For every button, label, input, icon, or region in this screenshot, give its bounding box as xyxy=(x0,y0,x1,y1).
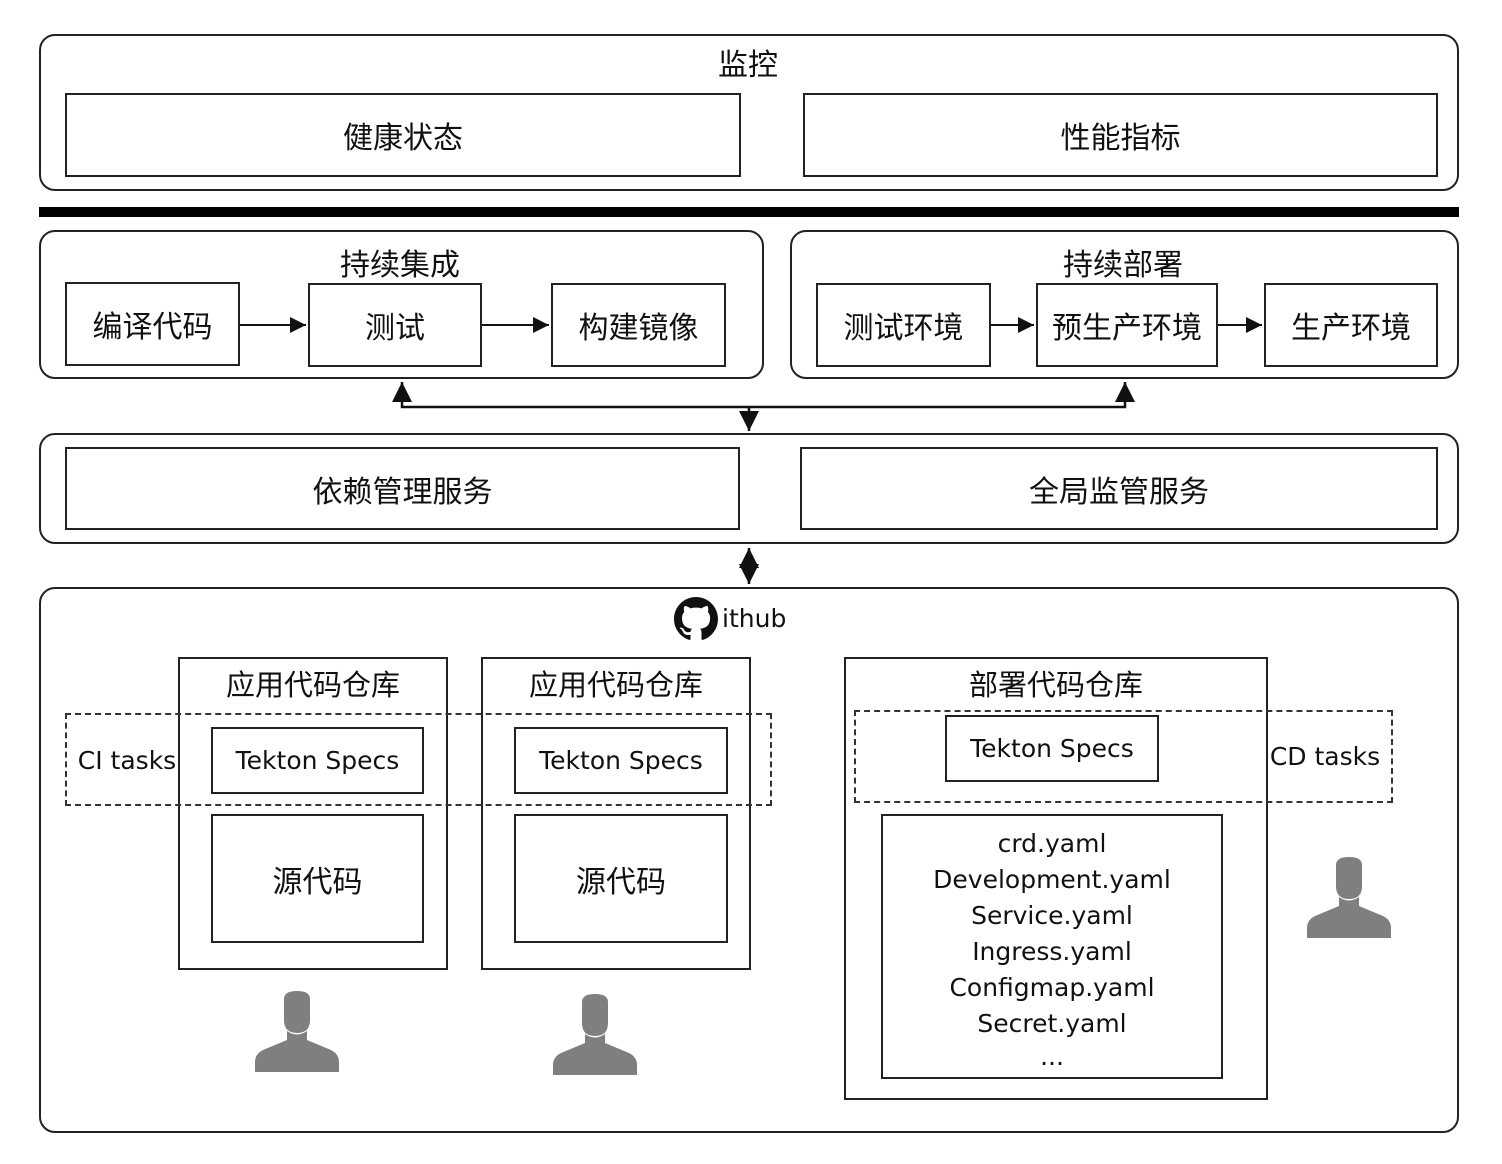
file-item: Secret.yaml xyxy=(977,1009,1127,1038)
ci-tasks-group xyxy=(65,713,772,806)
file-item: crd.yaml xyxy=(997,829,1107,858)
connector-services-to-cd xyxy=(749,382,1135,409)
github-icon xyxy=(674,597,718,641)
deploy-repo-tekton-specs: Tekton Specs xyxy=(945,715,1159,782)
app-repo-2-title: 应用代码仓库 xyxy=(528,668,703,702)
app-repo-1 xyxy=(178,657,448,970)
cd-tasks-group xyxy=(854,710,1393,803)
section-divider xyxy=(39,207,1459,217)
file-item: Ingress.yaml xyxy=(972,937,1132,966)
file-item: Development.yaml xyxy=(933,865,1171,894)
file-item: Configmap.yaml xyxy=(949,973,1155,1002)
cd-step-staging-env: 预生产环境 xyxy=(1036,283,1218,367)
ci-title: 持续集成 xyxy=(340,248,460,283)
user-icon xyxy=(551,993,639,1075)
cd-step-test-env: 测试环境 xyxy=(816,283,991,367)
ci-step-build-image: 构建镜像 xyxy=(551,283,726,367)
user-icon xyxy=(1305,856,1393,938)
app-repo-1-tekton-specs: Tekton Specs xyxy=(211,727,424,794)
deploy-repo-title: 部署代码仓库 xyxy=(968,668,1143,702)
user-icon xyxy=(253,990,341,1072)
deploy-repo-file-list: crd.yaml Development.yaml Service.yaml I… xyxy=(881,814,1223,1079)
app-repo-1-title: 应用代码仓库 xyxy=(225,668,400,702)
file-item: Service.yaml xyxy=(971,901,1133,930)
app-repo-2-tekton-specs: Tekton Specs xyxy=(514,727,728,794)
ci-tasks-label: CI tasks xyxy=(77,745,177,775)
cd-tasks-label: CD tasks xyxy=(1269,741,1381,771)
global-supervision-box: 全局监管服务 xyxy=(800,447,1438,530)
monitoring-title: 监控 xyxy=(718,48,778,83)
health-status-box: 健康状态 xyxy=(65,93,741,177)
file-item: ... xyxy=(1040,1042,1064,1071)
app-repo-1-source-code: 源代码 xyxy=(211,814,424,943)
deploy-repo xyxy=(844,657,1268,1100)
app-repo-2-source-code: 源代码 xyxy=(514,814,728,943)
cd-step-production-env: 生产环境 xyxy=(1264,283,1438,367)
performance-metrics-box: 性能指标 xyxy=(803,93,1438,177)
ci-step-compile: 编译代码 xyxy=(65,282,240,366)
dependency-management-box: 依赖管理服务 xyxy=(65,447,740,530)
github-label: ithub xyxy=(722,603,787,633)
app-repo-2 xyxy=(481,657,751,970)
connector-services-to-ci xyxy=(392,382,749,409)
ci-step-test: 测试 xyxy=(308,283,482,367)
cd-title: 持续部署 xyxy=(1063,248,1183,283)
